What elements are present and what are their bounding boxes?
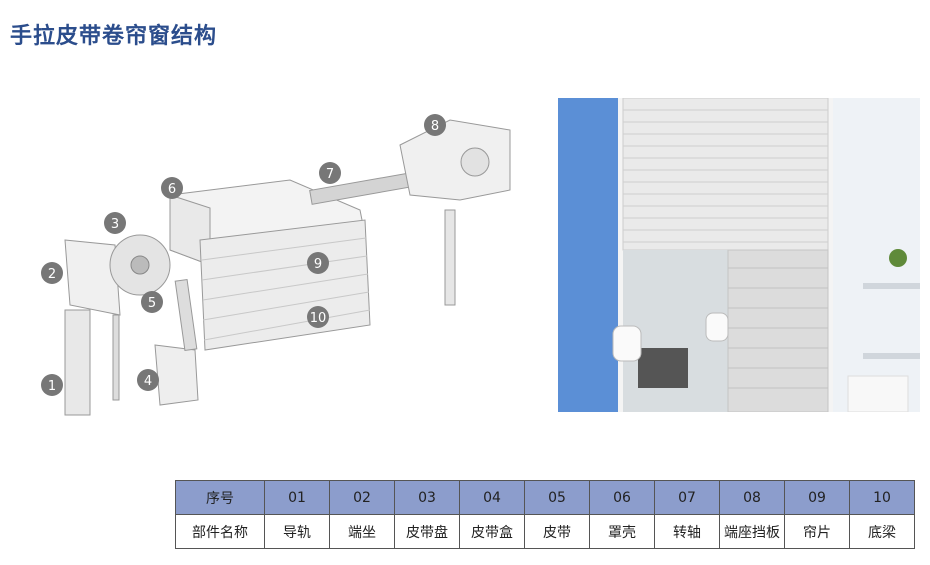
belt-box-center: [705, 312, 729, 342]
product-photo: [558, 98, 920, 412]
exploded-diagram: 1 2 3 4 5 6 7 8 9 10: [41, 114, 511, 416]
svg-text:5: 5: [148, 296, 156, 311]
table-cell-number: 08: [719, 480, 785, 515]
callout-2: 2: [41, 262, 63, 284]
svg-text:9: 9: [314, 257, 322, 272]
table-cell-name: 底梁: [849, 514, 915, 549]
callout-3: 3: [104, 212, 126, 234]
callout-7: 7: [319, 162, 341, 184]
table-cell-name: 端坐: [329, 514, 395, 549]
callout-1: 1: [41, 374, 63, 396]
parts-table: 序号 01 02 03 04 05 06 07 08 09 10 部件名称 导轨…: [175, 480, 915, 549]
table-header-label: 序号: [175, 480, 265, 515]
table-cell-number: 04: [459, 480, 525, 515]
table-cell-number: 06: [589, 480, 655, 515]
table-cell-number: 01: [264, 480, 330, 515]
callout-10: 10: [307, 306, 329, 328]
end-seat-part: [64, 239, 121, 316]
table-cell-name: 导轨: [264, 514, 330, 549]
table-cell-name: 转轴: [654, 514, 720, 549]
table-cell-number: 10: [849, 480, 915, 515]
page-title: 手拉皮带卷帘窗结构: [10, 24, 218, 49]
svg-text:6: 6: [168, 182, 176, 197]
svg-text:3: 3: [111, 217, 119, 232]
end-baffle-part: [399, 119, 511, 201]
table-cell-number: 09: [784, 480, 850, 515]
belt-strap-part: [174, 278, 198, 352]
table-cell-name: 罩壳: [589, 514, 655, 549]
guide-rail-part: [64, 309, 91, 416]
table-cell-name: 皮带: [524, 514, 590, 549]
svg-text:7: 7: [326, 167, 334, 182]
table-body-row: 部件名称 导轨 端坐 皮带盘 皮带盒 皮带 罩壳 转轴 端座挡板 帘片 底梁: [175, 514, 915, 549]
svg-text:4: 4: [144, 374, 152, 389]
callout-4: 4: [137, 369, 159, 391]
table-cell-number: 05: [524, 480, 590, 515]
shutter-lower: [727, 249, 829, 412]
belt-box-part: [154, 344, 199, 406]
curtain-slats-part: [199, 219, 371, 351]
callout-6: 6: [161, 177, 183, 199]
callout-8: 8: [424, 114, 446, 136]
callout-9: 9: [307, 252, 329, 274]
belt-box-left: [612, 325, 642, 362]
table-cell-number: 02: [329, 480, 395, 515]
svg-text:8: 8: [431, 119, 439, 134]
blue-wall: [558, 98, 618, 412]
svg-text:1: 1: [48, 379, 56, 394]
table-cell-number: 03: [394, 480, 460, 515]
table-cell-name: 帘片: [784, 514, 850, 549]
shutter-upper: [622, 98, 829, 251]
table-cell-name: 端座挡板: [719, 514, 785, 549]
callout-5: 5: [141, 291, 163, 313]
table-cell-name: 皮带盒: [459, 514, 525, 549]
svg-text:10: 10: [310, 311, 327, 326]
svg-text:2: 2: [48, 267, 56, 282]
table-cell-number: 07: [654, 480, 720, 515]
table-row-label: 部件名称: [175, 514, 265, 549]
table-header-row: 序号 01 02 03 04 05 06 07 08 09 10: [175, 480, 915, 515]
table-cell-name: 皮带盘: [394, 514, 460, 549]
